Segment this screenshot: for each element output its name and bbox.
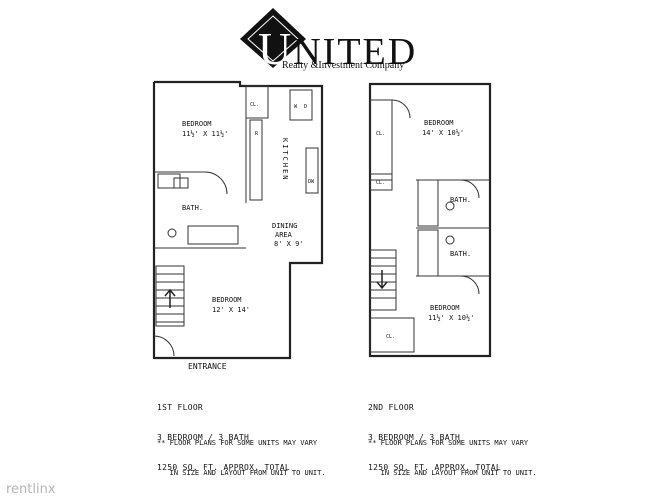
second-note-line-2: IN SIZE AND LAYOUT FROM UNIT TO UNIT. [368,469,537,477]
first-dining-label: DINING [272,222,297,230]
first-caption-line-3: 1250 SQ. FT. APPROX. TOTAL [157,463,291,472]
first-caption-line-1: 1ST FLOOR [157,403,204,412]
second-floor-note: ** FLOOR PLANS FOR SOME UNITS MAY VARY I… [368,418,537,488]
second-floor-caption: 2ND FLOOR 3 BEDROOM / 3 BATH 1250 SQ. FT… [368,383,501,483]
second-bath-a-label: BATH. [450,196,471,204]
logo-wordmark: UNITED [258,22,418,75]
second-closet-c-label: CL. [386,334,395,340]
first-note-line-2: IN SIZE AND LAYOUT FROM UNIT TO UNIT. [157,469,326,477]
second-bedroom-a-label: BEDROOM [424,119,454,127]
first-bath-label: BATH. [182,204,203,212]
first-dining-size: 8' X 9' [274,240,304,248]
first-bedroom-a-size: 11½' X 11½' [182,130,228,138]
first-dining-area-label: AREA [275,231,293,239]
second-bedroom-b-label: BEDROOM [430,304,460,312]
first-washer-label: W [294,104,298,110]
first-closet-label: CL. [250,102,259,108]
first-bedroom-b-label: BEDROOM [212,296,242,304]
second-bath-b-label: BATH. [450,250,471,258]
second-closet-b-label: CL. [376,180,385,186]
logo-diamond [240,8,306,68]
first-note-line-1: ** FLOOR PLANS FOR SOME UNITS MAY VARY [157,439,318,447]
first-bedroom-b-size: 12' X 14' [212,306,250,314]
first-bedroom-a-label: BEDROOM [182,120,212,128]
entrance-label: ENTRANCE [188,362,227,371]
first-floor-caption: 1ST FLOOR 3 BEDROOM / 3 BATH 1250 SQ. FT… [157,383,290,483]
logo-word: NITED [293,31,418,73]
logo-initial: U [258,23,294,74]
first-floor-plan: BEDROOM 11½' X 11½' CL. R W D DW KITCHEN… [152,80,324,360]
first-fridge-label: R [255,131,259,137]
second-caption-line-1: 2ND FLOOR [368,403,415,412]
second-closet-a-label: CL. [376,131,385,137]
second-note-line-1: ** FLOOR PLANS FOR SOME UNITS MAY VARY [368,439,529,447]
second-bedroom-b-size: 11½' X 10½' [428,314,474,322]
first-dryer-label: D [304,104,307,110]
first-floor-note: ** FLOOR PLANS FOR SOME UNITS MAY VARY I… [157,418,326,488]
first-caption-line-2: 3 BEDROOM / 3 BATH [157,433,250,442]
second-caption-line-2: 3 BEDROOM / 3 BATH [368,433,461,442]
rentlinx-watermark: rentlinx [6,482,56,497]
second-floor-plan: BEDROOM 14' X 10½' CL. CL. BATH. BATH. B… [368,82,492,358]
logo-subtitle: Realty &Investment Company [282,60,405,71]
second-caption-line-3: 1250 SQ. FT. APPROX. TOTAL [368,463,502,472]
second-bedroom-a-size: 14' X 10½' [422,129,464,137]
first-kitchen-label: KITCHEN [281,138,289,182]
first-dishwasher-label: DW [308,179,315,185]
